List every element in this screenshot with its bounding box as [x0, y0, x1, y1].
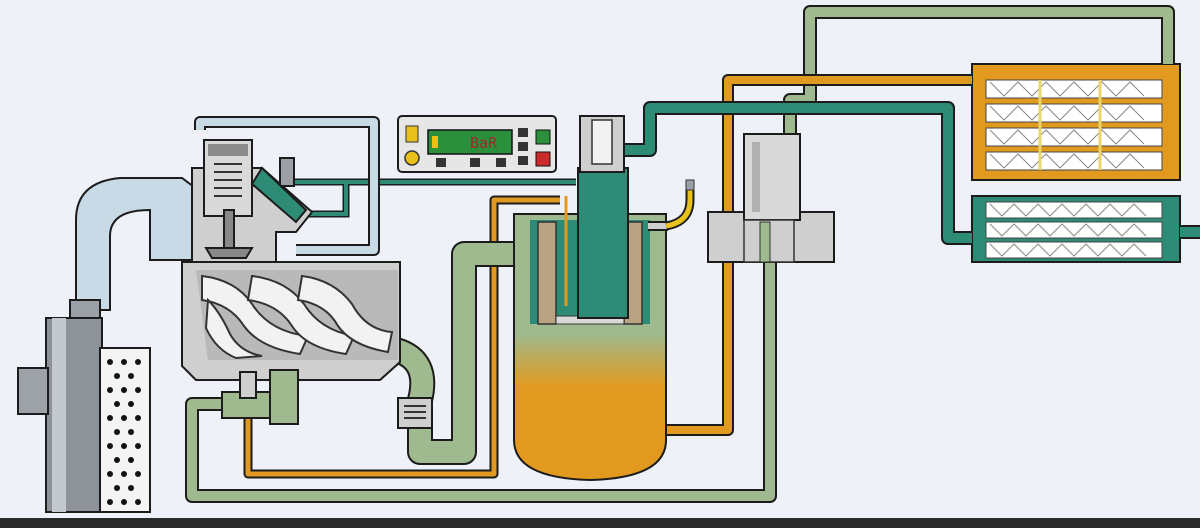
warning-icon — [405, 125, 419, 143]
panel-key-2[interactable] — [470, 158, 480, 167]
air-aftercooler — [971, 195, 1181, 263]
controller-panel[interactable]: BaR — [397, 115, 557, 173]
oil-cooler — [971, 63, 1181, 181]
screw-compressor — [181, 261, 401, 381]
thermostatic-valve — [397, 397, 433, 429]
oil-stop-valve — [707, 133, 835, 263]
separator-element — [537, 221, 557, 325]
panel-key-6[interactable] — [518, 156, 528, 165]
panel-key-1[interactable] — [436, 158, 446, 167]
panel-key-4[interactable] — [518, 128, 528, 137]
controller-display — [427, 129, 513, 155]
oil-separator — [513, 115, 695, 482]
panel-key-5[interactable] — [518, 142, 528, 151]
bottom-bar — [0, 518, 1200, 528]
stop-button[interactable] — [535, 151, 551, 167]
power-button[interactable] — [404, 150, 420, 166]
intake-filter — [17, 299, 151, 513]
oil-filter — [221, 369, 299, 425]
start-button[interactable] — [535, 129, 551, 145]
display-text: BaR — [470, 134, 498, 152]
panel-key-3[interactable] — [496, 158, 506, 167]
inlet-valve — [191, 139, 314, 263]
